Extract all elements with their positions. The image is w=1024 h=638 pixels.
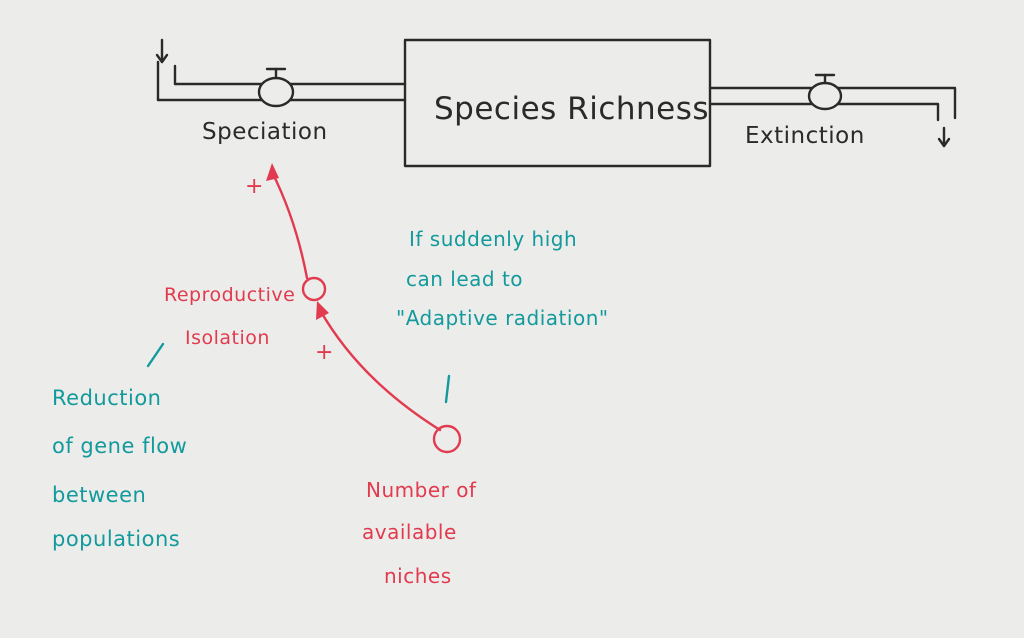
speciation-link-polarity: + [245,174,264,199]
niches-to-isolation-link [318,308,442,432]
speciation-arrowhead-icon [266,163,279,181]
inflow-label: Speciation [202,119,328,145]
niches-note-pointer [444,374,451,404]
niches-node-icon [432,424,462,454]
outflow-label: Extinction [745,123,865,149]
niches-note-line3: "Adaptive radiation" [396,306,609,330]
isolation-to-speciation-link [270,170,309,280]
isolation-arrowhead-icon [316,301,329,320]
stock-label: Species Richness [434,91,710,127]
niches-note-line1: If suddenly high [409,227,578,251]
niches-label-line2: available [362,520,457,544]
isolation-label-line1: Reproductive [164,284,296,306]
isolation-note-line4: populations [52,527,181,551]
source-arrow-icon [155,38,169,64]
isolation-note-line3: between [52,483,147,507]
isolation-note-pointer [146,342,165,368]
isolation-label-line2: Isolation [185,327,270,349]
inflow-valve-icon [257,67,295,108]
sink-arrow-icon [937,126,951,148]
outflow-valve-icon [807,73,843,111]
niches-label-line3: niches [384,564,452,588]
isolation-link-polarity: + [315,340,334,365]
isolation-note-line1: Reduction [52,386,162,410]
outflow-pipe [708,86,957,122]
isolation-node-icon [301,276,327,302]
isolation-note-line2: of gene flow [52,434,188,458]
niches-label-line1: Number of [366,478,477,502]
niches-note-line2: can lead to [406,267,524,291]
